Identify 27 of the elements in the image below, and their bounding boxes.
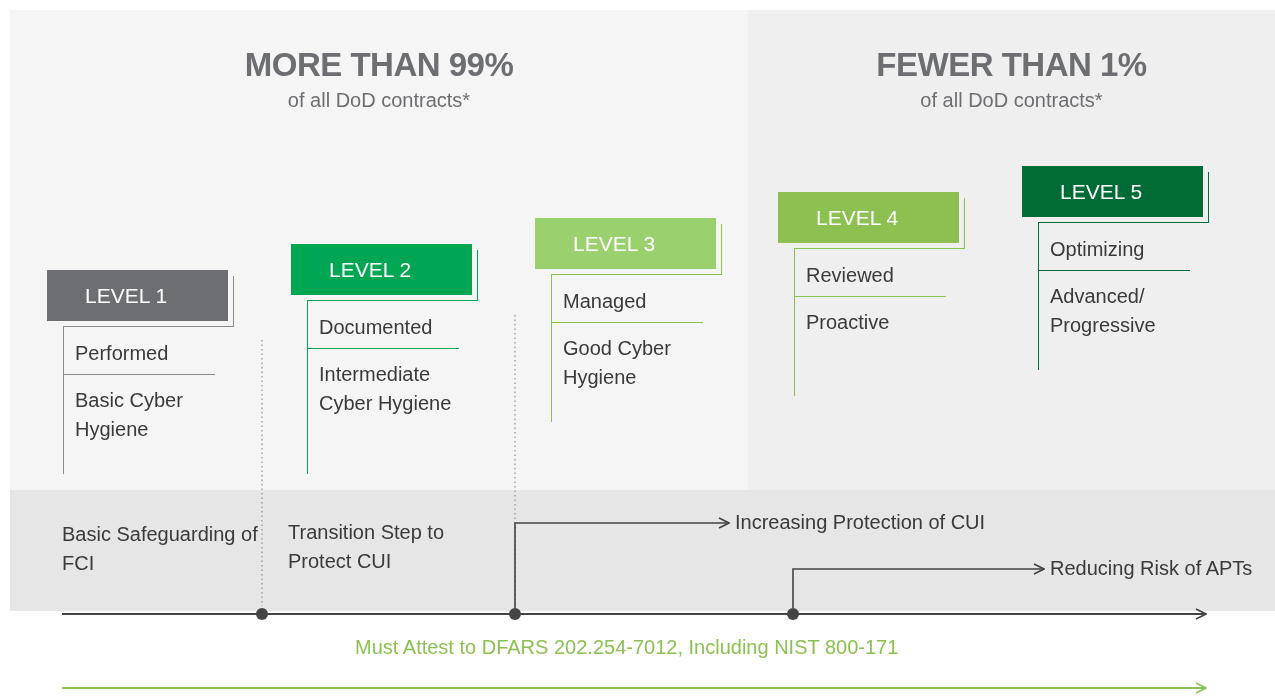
caption-text: Must Attest to DFARS 202.254-7012, Including NIST 800-171: [355, 636, 899, 659]
stage-label: Increasing Protection of CUI: [735, 508, 995, 537]
stage-label: Reducing Risk of APTs: [1050, 554, 1253, 583]
level-badge: LEVEL 2: [291, 244, 472, 295]
level-name: Reviewed: [806, 263, 895, 288]
level-description: Basic Cyber Hygiene: [75, 388, 184, 442]
stage-label: Basic Safeguarding of FCI: [62, 520, 262, 578]
arrow: [792, 563, 1045, 609]
heading: FEWER THAN 1%: [875, 46, 1148, 84]
arrow: [514, 517, 730, 609]
level-description: Advanced/ Progressive: [1050, 284, 1157, 338]
level-name: Performed: [75, 341, 170, 366]
subheading: of all DoD contracts*: [286, 89, 472, 112]
level-description: Intermediate Cyber Hygiene: [319, 362, 453, 416]
subheading: of all DoD contracts*: [919, 89, 1104, 112]
band-background: [10, 490, 1275, 611]
heading: MORE THAN 99%: [243, 46, 515, 84]
level-badge: LEVEL 1: [47, 270, 228, 321]
level-description: Proactive: [806, 310, 891, 335]
stage-label: Transition Step to Protect CUI: [288, 518, 448, 576]
level-name: Optimizing: [1050, 237, 1146, 262]
level-name: Documented: [319, 315, 434, 340]
level-badge: LEVEL 4: [778, 192, 959, 243]
level-badge: LEVEL 5: [1022, 166, 1203, 217]
level-description: Good Cyber Hygiene: [563, 336, 672, 390]
level-name: Managed: [563, 289, 648, 314]
level-badge: LEVEL 3: [535, 218, 716, 269]
